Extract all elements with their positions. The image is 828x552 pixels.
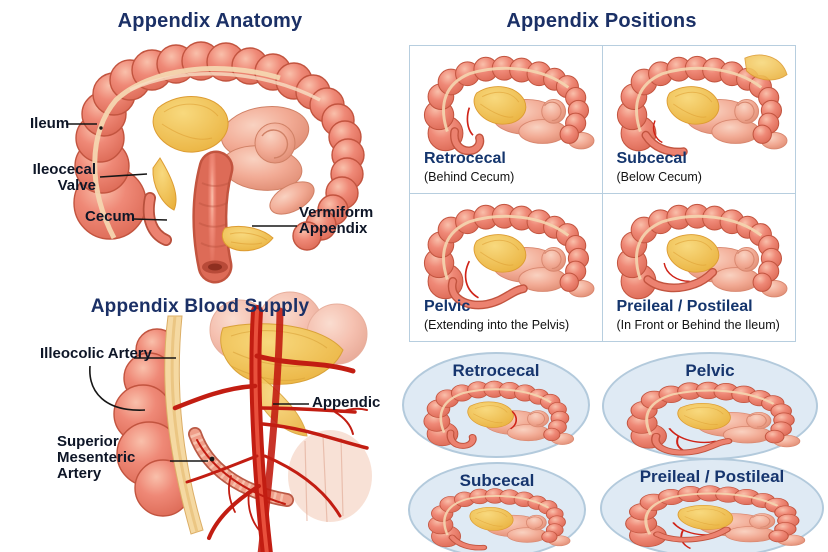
oval-subcecal-illustration xyxy=(427,487,572,551)
positions-grid: Retrocecal (Behind Cecum) Subcecal (Belo… xyxy=(409,45,796,342)
position-panel-subcecal: Subcecal (Below Cecum) xyxy=(602,46,795,194)
panel-label: Pelvic xyxy=(424,298,471,316)
preileal-illustration xyxy=(615,202,788,300)
oval-preileal: Preileal / Postileal xyxy=(600,458,824,552)
oval-label: Subcecal xyxy=(459,471,535,490)
positions-title: Appendix Positions xyxy=(506,10,697,32)
colon-anatomy-illustration xyxy=(73,41,365,284)
anatomy-title: Appendix Anatomy xyxy=(117,10,303,32)
oval-retrocecal: Retrocecal xyxy=(402,352,590,458)
oval-retrocecal-illustration xyxy=(422,380,575,450)
anatomy-label-ileocecal-valve: Ileocecal Valve xyxy=(32,161,96,194)
panel-label: Retrocecal xyxy=(424,149,506,167)
oval-pelvic: Pelvic xyxy=(602,352,818,460)
panel-sublabel: (Extending into the Pelvis) xyxy=(424,318,570,332)
position-panel-retrocecal: Retrocecal (Behind Cecum) xyxy=(410,46,603,194)
position-panel-pelvic: Pelvic (Extending into the Pelvis) xyxy=(410,193,603,341)
blood-supply-title: Appendix Blood Supply xyxy=(90,296,310,317)
blood-supply-illustration xyxy=(113,291,372,552)
pelvic-illustration xyxy=(422,202,596,309)
oval-label: Retrocecal xyxy=(452,361,540,380)
panel-label: Preileal / Postileal xyxy=(616,298,753,316)
anatomy-label-ileum: Ileum xyxy=(30,115,70,132)
panel-sublabel: (Behind Cecum) xyxy=(424,169,515,184)
panel-label: Subcecal xyxy=(616,149,687,167)
blood-label-ileocolic-artery: Illeocolic Artery xyxy=(40,345,152,362)
panel-sublabel: (Below Cecum) xyxy=(616,169,702,184)
oval-preileal-illustration xyxy=(624,484,807,550)
anatomy-label-cecum: Cecum xyxy=(85,208,136,225)
oval-label: Pelvic xyxy=(685,361,735,380)
oval-label: Preileal / Postileal xyxy=(639,467,785,486)
position-panel-preileal: Preileal / Postileal (In Front or Behind… xyxy=(603,194,796,342)
panel-sublabel: (In Front or Behind the Ileum) xyxy=(616,318,780,332)
subcecal-illustration xyxy=(615,54,788,157)
blood-label-appendix: Appendic xyxy=(312,394,381,411)
retrocecal-illustration xyxy=(422,54,596,156)
oval-pelvic-illustration xyxy=(625,380,802,456)
blood-label-superior-mesenteric-artery: Superior Mesenteric Artery xyxy=(57,433,136,482)
anatomy-label-vermiform-appendix: Vermiform Appendix xyxy=(299,204,374,237)
oval-subcecal: Subcecal xyxy=(408,462,586,552)
